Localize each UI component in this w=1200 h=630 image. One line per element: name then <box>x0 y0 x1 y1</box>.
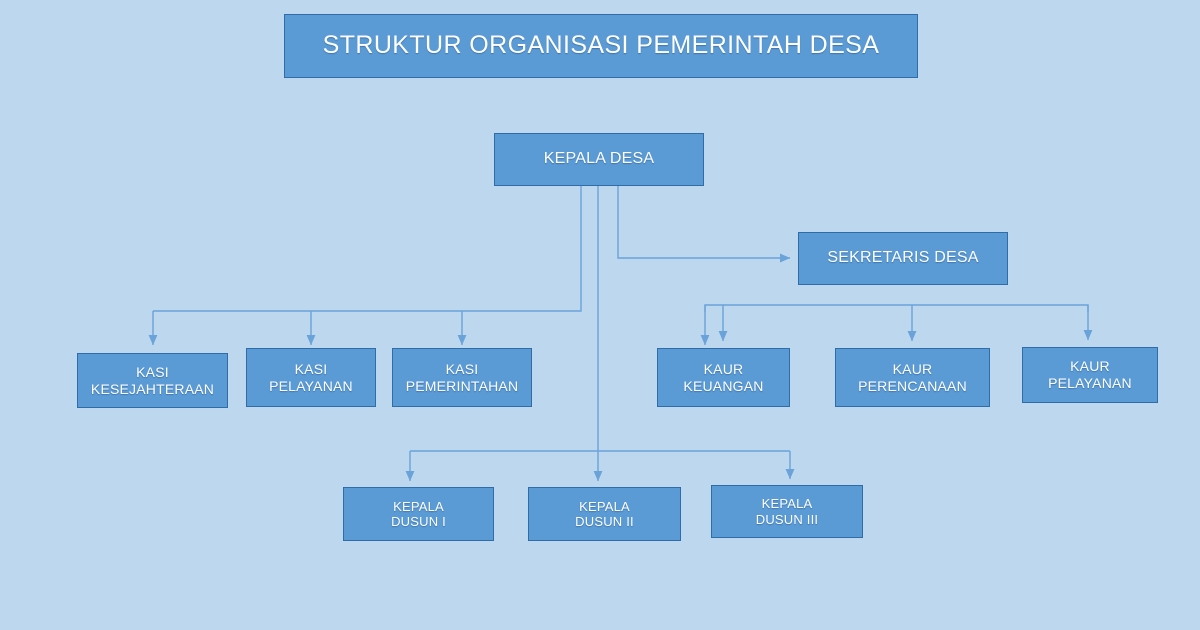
node-kaur-keuangan[interactable]: KAUR KEUANGAN <box>657 348 790 407</box>
node-kepala-dusun-1[interactable]: KEPALA DUSUN I <box>343 487 494 541</box>
node-kaur-pelayanan[interactable]: KAUR PELAYANAN <box>1022 347 1158 403</box>
connector-kepala-to-kasi-bus <box>153 186 582 312</box>
node-kepala-desa[interactable]: KEPALA DESA <box>494 133 704 186</box>
node-kepala-dusun-3[interactable]: KEPALA DUSUN III <box>711 485 863 538</box>
connector-kepala-to-sekretaris <box>617 186 791 263</box>
node-kaur-perencanaan[interactable]: KAUR PERENCANAAN <box>835 348 990 407</box>
connector-kaur-bus <box>704 304 1089 312</box>
node-kasi-pemerintahan[interactable]: KASI PEMERINTAHAN <box>392 348 532 407</box>
node-kasi-kesejahteraan[interactable]: KASI KESEJAHTERAAN <box>77 353 228 408</box>
node-sekretaris-desa[interactable]: SEKRETARIS DESA <box>798 232 1008 285</box>
chart-title-banner: STRUKTUR ORGANISASI PEMERINTAH DESA <box>284 14 918 78</box>
node-kasi-pelayanan[interactable]: KASI PELAYANAN <box>246 348 376 407</box>
node-kepala-dusun-2[interactable]: KEPALA DUSUN II <box>528 487 681 541</box>
